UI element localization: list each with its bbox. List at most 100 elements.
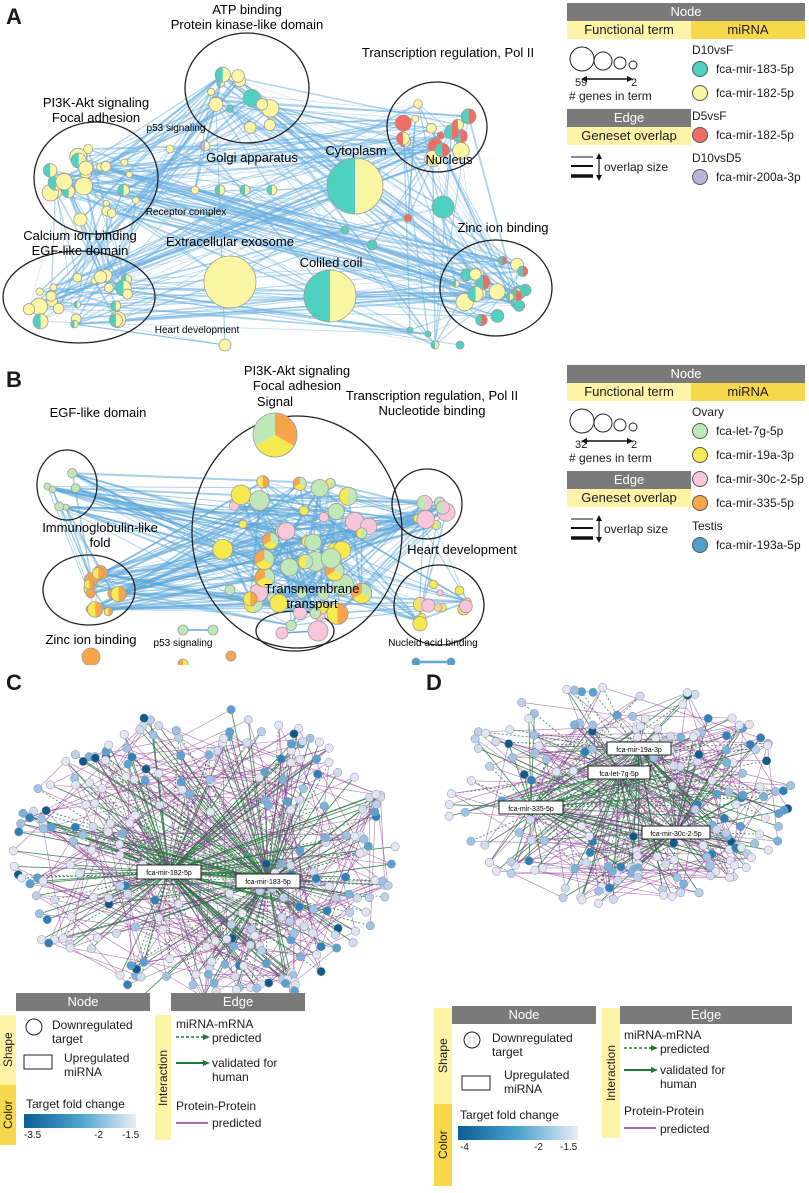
target-node — [283, 797, 293, 807]
term-node — [224, 584, 236, 596]
legend-c-edge-samples — [176, 1034, 210, 1124]
term-node — [252, 412, 298, 458]
geneset-edge — [194, 189, 518, 266]
term-node — [177, 658, 189, 665]
cluster-b-pi3k — [191, 415, 403, 649]
target-node — [42, 915, 52, 925]
target-node — [514, 828, 524, 838]
mirna-mrna-edge — [168, 756, 212, 873]
legend-a-functional-term: Functional term — [567, 21, 691, 39]
term-node — [253, 549, 275, 570]
target-node — [751, 745, 761, 755]
protein-protein-edge — [36, 895, 206, 999]
mirna-mrna-edge — [130, 880, 269, 966]
target-node — [254, 773, 264, 783]
legend-b-swatch — [691, 495, 708, 511]
mirna-mrna-edge — [168, 871, 171, 959]
protein-protein-edge — [496, 870, 638, 878]
protein-protein-edge — [630, 773, 743, 868]
protein-protein-edge — [13, 850, 300, 923]
geneset-edge — [118, 511, 447, 595]
legend-d-shape-label: Shape — [436, 1038, 450, 1074]
target-node — [332, 943, 342, 953]
target-node — [65, 943, 75, 953]
target-node — [322, 906, 332, 916]
legend-a-mirna-label: fca-mir-200a-3p — [715, 170, 801, 184]
target-node — [587, 744, 597, 754]
protein-protein-edge — [130, 845, 369, 966]
target-node — [320, 833, 330, 842]
target-node — [352, 893, 362, 903]
term-node — [324, 477, 336, 489]
legend-d-mirna-mrna: miRNA-mRNA — [624, 1028, 702, 1042]
target-node — [484, 857, 494, 867]
cluster-b-transcription — [391, 468, 463, 540]
target-node — [87, 845, 97, 855]
legend-b-node-header: Node — [567, 365, 805, 383]
mirna-mrna-edge — [168, 804, 377, 873]
panel-c-edges — [13, 709, 396, 999]
geneset-edge — [72, 472, 331, 485]
legend-b-size-max: 32 — [575, 439, 588, 451]
target-node — [333, 767, 343, 777]
term-node — [165, 144, 175, 154]
panel-d-network: fca-mir-19a-3p fca-let-7g-5p fca-mir-335… — [444, 683, 796, 908]
protein-protein-edge — [178, 793, 191, 904]
term-node — [109, 313, 123, 328]
mirna-mrna-edge — [223, 738, 269, 882]
term-node — [81, 647, 101, 665]
legend-d-fold-change: Target fold change — [460, 1108, 559, 1122]
protein-protein-edge — [682, 704, 727, 751]
term-node — [292, 476, 307, 491]
term-node — [327, 503, 345, 521]
legend-d-color-label: Color — [436, 1130, 450, 1160]
legend-a-swatch — [691, 127, 708, 143]
target-node — [744, 720, 754, 729]
legend-a-mirna-item: fca-mir-183-5p — [691, 57, 805, 81]
protein-protein-edge — [544, 772, 743, 842]
target-node — [136, 972, 146, 982]
target-node — [58, 933, 68, 943]
mirna-mrna-edge — [638, 747, 734, 878]
geneset-edge — [64, 176, 231, 283]
geneset-edge — [105, 206, 444, 276]
target-node — [263, 800, 273, 810]
mirna-mrna-edge — [602, 687, 677, 833]
term-node — [469, 268, 482, 281]
legend-c-shape-label: Shape — [1, 1032, 15, 1068]
geneset-edge — [117, 135, 441, 320]
target-node — [34, 909, 44, 919]
panel-c-letter: C — [6, 670, 22, 695]
protein-protein-edge — [239, 871, 314, 966]
target-node — [727, 713, 737, 723]
term-node — [67, 468, 78, 479]
protein-protein-edge — [258, 777, 317, 879]
geneset-edge — [115, 283, 456, 321]
term-node — [242, 88, 261, 108]
target-node — [324, 743, 334, 753]
term-node — [298, 505, 310, 516]
target-node — [552, 767, 561, 777]
protein-protein-edge — [122, 833, 234, 947]
target-node — [694, 750, 704, 760]
target-node — [71, 780, 81, 790]
mirna-mrna-edge — [145, 768, 269, 882]
protein-protein-edge — [37, 761, 67, 789]
target-node — [202, 942, 212, 952]
target-node — [672, 873, 682, 882]
legend-a-group-d10vsf: D10vsF — [691, 43, 734, 57]
target-node — [491, 737, 501, 747]
legend-d-cbar-mid: -2 — [534, 1142, 543, 1153]
geneset-edge — [40, 320, 429, 335]
protein-protein-edge — [70, 947, 261, 985]
term-node — [93, 270, 108, 284]
term-node — [459, 599, 473, 614]
legend-c-color-label: Color — [1, 1100, 15, 1130]
target-node — [188, 980, 198, 990]
mirna-mrna-edge — [530, 806, 707, 858]
target-node — [209, 978, 219, 988]
term-node — [226, 105, 234, 113]
target-node — [485, 761, 494, 771]
geneset-edge — [307, 488, 321, 542]
geneset-edge — [65, 118, 416, 178]
